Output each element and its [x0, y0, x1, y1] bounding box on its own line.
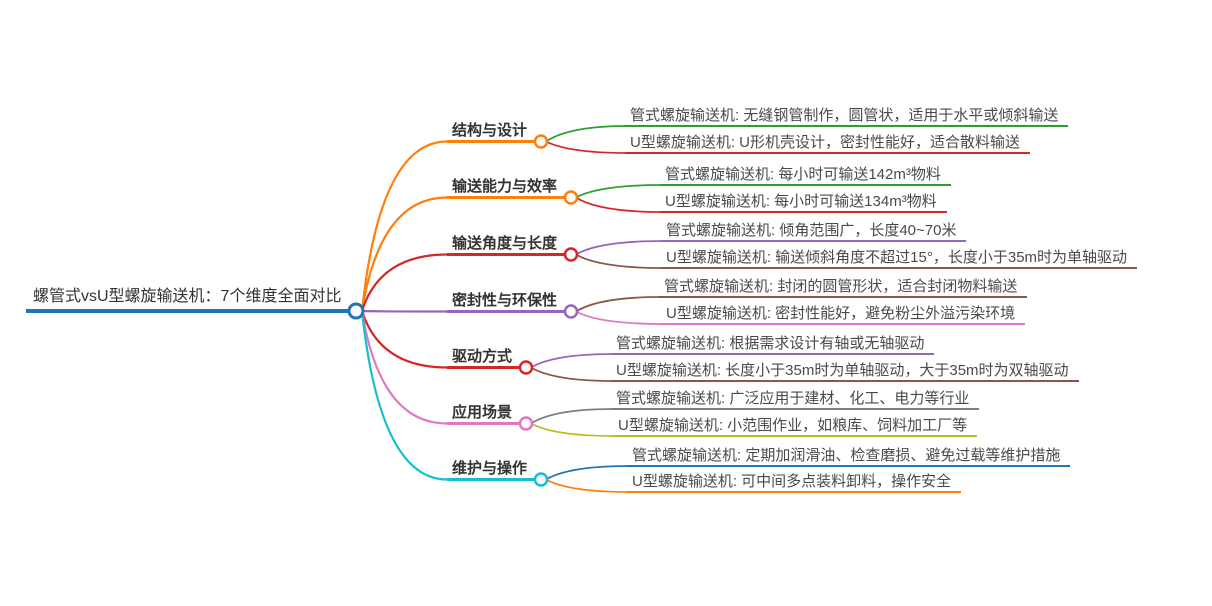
- child-node[interactable]: 管式螺旋输送机: 定期加润滑油、检查磨损、避免过载等维护措施: [627, 448, 1071, 467]
- node-circle[interactable]: [518, 416, 534, 431]
- child-node[interactable]: U型螺旋输送机: 输送倾斜角度不超过15°，长度小于35m时为单轴驱动: [661, 250, 1138, 269]
- child-node[interactable]: 管式螺旋输送机: 根据需求设计有轴或无轴驱动: [611, 336, 935, 355]
- child-node[interactable]: 管式螺旋输送机: 无缝钢管制作，圆管状，适用于水平或倾斜输送: [625, 108, 1069, 127]
- child-node[interactable]: U型螺旋输送机: 每小时可输送134m³物料: [660, 194, 947, 213]
- link-curve: [530, 366, 614, 382]
- child-node[interactable]: 管式螺旋输送机: 广泛应用于建材、化工、电力等行业: [611, 391, 980, 410]
- branch-node[interactable]: 结构与设计: [447, 122, 536, 143]
- link-curve: [360, 309, 449, 481]
- child-node[interactable]: U型螺旋输送机: 长度小于35m时为单轴驱动，大于35m时为双轴驱动: [611, 363, 1079, 382]
- link-curve: [530, 422, 616, 437]
- root-node[interactable]: 螺管式vsU型螺旋输送机：7个维度全面对比: [26, 287, 349, 313]
- node-circle[interactable]: [347, 302, 365, 320]
- node-circle[interactable]: [533, 134, 549, 149]
- child-node[interactable]: U型螺旋输送机: 可中间多点装料卸料，操作安全: [627, 474, 962, 493]
- branch-node[interactable]: 密封性与环保性: [447, 292, 566, 313]
- branch-node[interactable]: 维护与操作: [447, 460, 536, 481]
- link-curve: [545, 140, 628, 154]
- branch-node[interactable]: 输送能力与效率: [447, 178, 566, 199]
- child-node[interactable]: U型螺旋输送机: 密封性能好，避免粉尘外溢污染环境: [661, 306, 1026, 325]
- node-circle[interactable]: [533, 472, 549, 487]
- link-curve: [545, 478, 630, 493]
- link-curve: [530, 408, 614, 425]
- link-curve: [575, 310, 664, 325]
- child-node[interactable]: 管式螺旋输送机: 倾角范围广，长度40~70米: [661, 223, 967, 242]
- branch-node[interactable]: 驱动方式: [447, 348, 521, 369]
- link-curve: [575, 196, 663, 213]
- child-node[interactable]: U型螺旋输送机: 小范围作业，如粮库、饲料加工厂等: [613, 418, 978, 437]
- link-curve: [575, 253, 664, 269]
- link-curve: [575, 296, 662, 313]
- link-curve: [545, 465, 630, 481]
- link-curve: [575, 240, 664, 256]
- node-circle[interactable]: [563, 304, 579, 319]
- link-curve: [530, 353, 614, 369]
- link-curve: [360, 309, 449, 425]
- branch-node[interactable]: 输送角度与长度: [447, 235, 566, 256]
- branch-node[interactable]: 应用场景: [447, 404, 521, 425]
- node-circle[interactable]: [563, 247, 579, 262]
- link-curve: [545, 125, 628, 143]
- link-curve: [360, 309, 449, 369]
- child-node[interactable]: 管式螺旋输送机: 封闭的圆管形状，适合封闭物料输送: [659, 279, 1028, 298]
- link-curve: [360, 140, 449, 313]
- link-curve: [360, 253, 449, 313]
- node-circle[interactable]: [563, 190, 579, 205]
- link-curve: [360, 309, 449, 313]
- child-node[interactable]: 管式螺旋输送机: 每小时可输送142m³物料: [660, 167, 951, 186]
- node-circle[interactable]: [518, 360, 534, 375]
- link-curve: [360, 196, 449, 313]
- child-node[interactable]: U型螺旋输送机: U形机壳设计，密封性能好，适合散料输送: [625, 135, 1031, 154]
- link-curve: [575, 184, 663, 199]
